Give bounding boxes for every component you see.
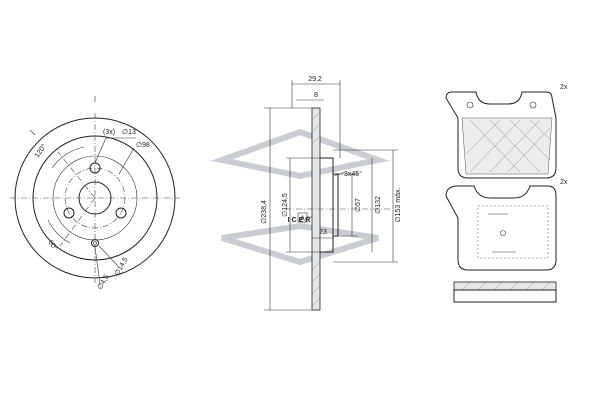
brake-pad-bottom: 2x: [445, 179, 568, 271]
hub-face: [333, 173, 339, 237]
bolt-hole-2: [63, 207, 75, 219]
disc-front-view: (3x) ∅13 ∅98 120° 60° ∅14,5 ∅4,5: [10, 96, 180, 291]
datum-label: A: [300, 216, 305, 223]
angle-60-label: 60°: [46, 239, 59, 252]
brake-pad-side-view: [453, 281, 557, 303]
chamfer-dim: 3x45°: [344, 170, 362, 178]
pad-bottom-qty: 2x: [560, 179, 568, 186]
hat-diameter-dim: ∅132: [375, 196, 382, 214]
pad-top-friction: [461, 117, 553, 175]
brake-pad-top: 2x: [445, 84, 568, 179]
hat-depth-dim: 23: [319, 229, 327, 236]
pcd-label: ∅98: [136, 142, 150, 149]
hub-diameter-dim: ∅124,5: [282, 193, 289, 217]
holes-count-label: (3x): [103, 129, 115, 136]
pad-top-qty: 2x: [560, 84, 568, 91]
datum-box: [297, 212, 308, 223]
outer-diameter-dim: ∅238,4: [261, 200, 268, 224]
pad-top-backplate: [445, 91, 557, 179]
bolt-hole-3: [115, 207, 127, 219]
disc-section-view: 29,2 8 ∅238,4 ∅124,5 ∅57 ∅132 ∅153 máx. …: [261, 76, 402, 311]
hole-diameter-label: ∅13: [122, 129, 136, 136]
total-height-dim: 29,2: [308, 76, 322, 83]
pad-bottom-backplate: [445, 185, 557, 271]
icer-watermark: ICER: [210, 128, 390, 266]
disc-thickness-dim: 8: [314, 92, 318, 99]
pad-side-friction: [453, 281, 557, 291]
max-diameter-dim: ∅153 máx.: [395, 187, 402, 222]
watermark-text: ICER: [288, 217, 313, 224]
bore-diameter-dim: ∅57: [355, 198, 362, 212]
pad-bottom-outline: [477, 205, 549, 259]
disc-hat: [320, 157, 334, 253]
pad-side-backplate: [453, 289, 557, 303]
